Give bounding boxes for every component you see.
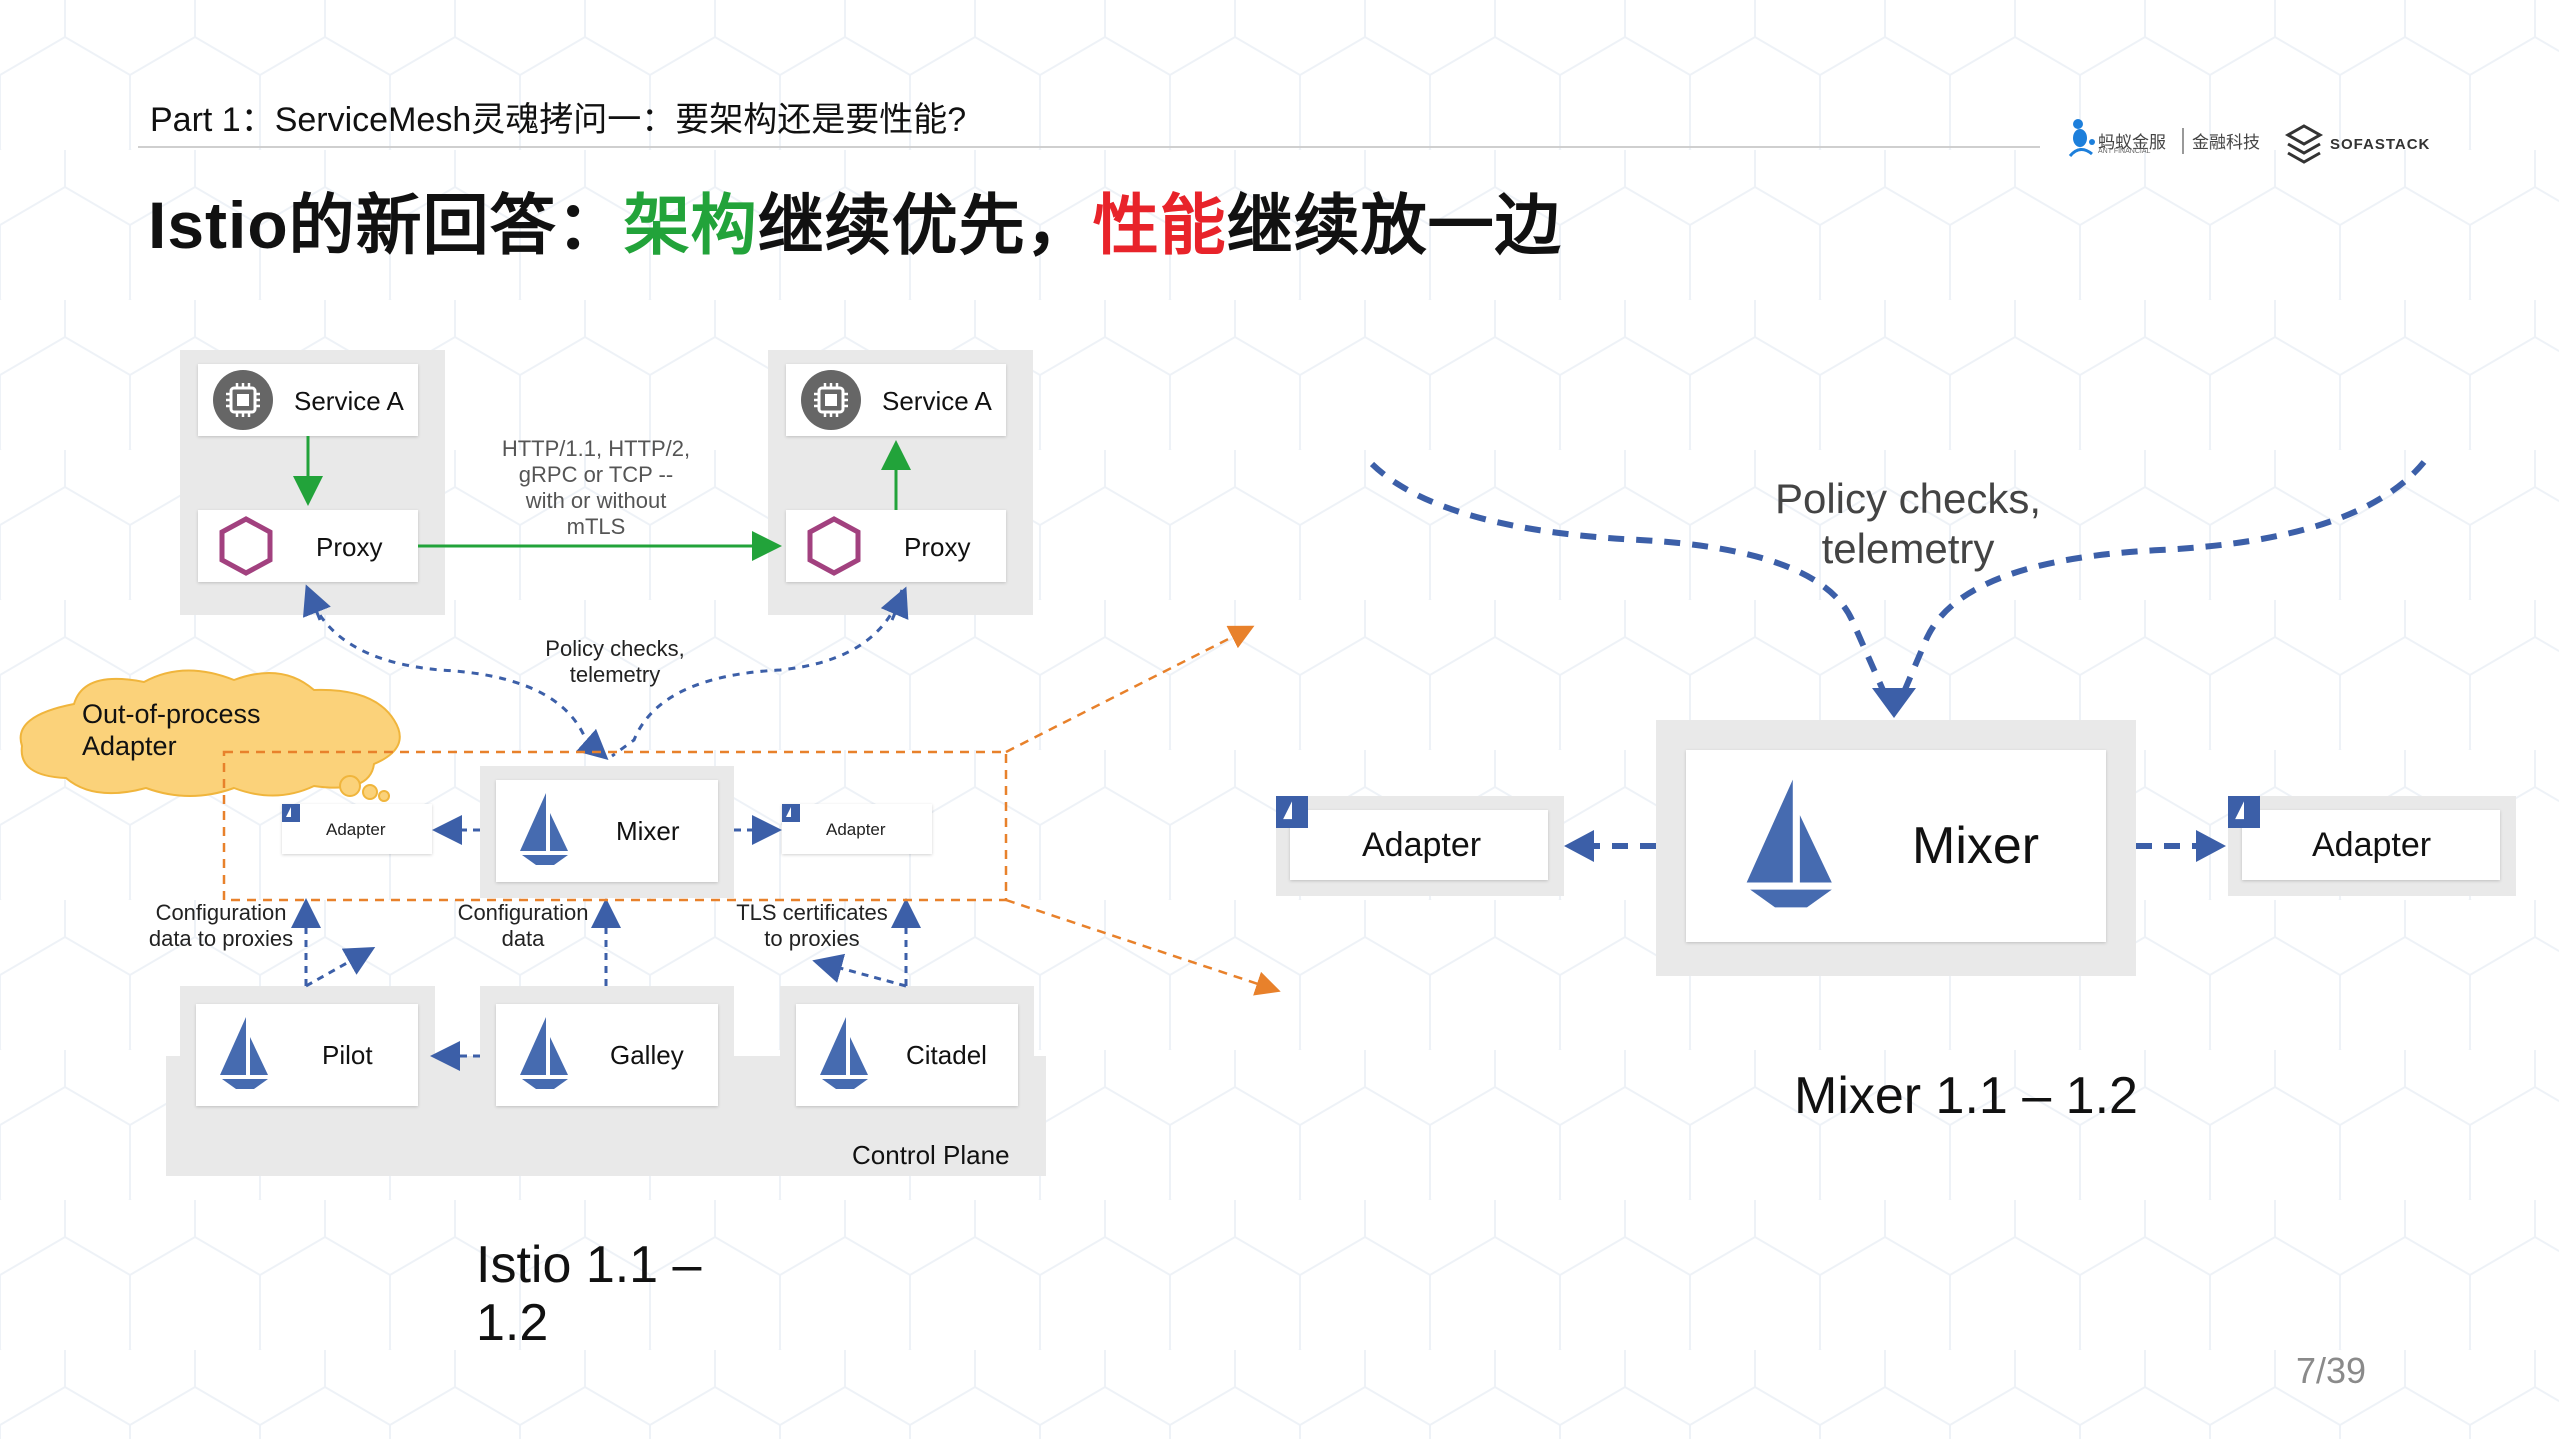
istio-sail-icon <box>520 793 568 865</box>
chip-icon <box>801 370 861 430</box>
config-data-line: Configuration <box>457 900 589 925</box>
istio-caption-line: 1.2 <box>476 1294 549 1352</box>
mixer-card: Mixer <box>496 780 718 882</box>
policy-note: Policy checks, telemetry <box>520 636 710 688</box>
config-proxies-line: data to proxies <box>148 926 294 951</box>
sofastack-icon <box>2284 124 2324 164</box>
pilot-label: Pilot <box>322 1040 373 1070</box>
big-right-adapter-label: Adapter <box>2312 826 2432 864</box>
slide-title: Istio的新回答：架构继续优先，性能继续放一边 <box>148 172 1562 268</box>
control-plane-label: Control Plane <box>852 1140 1010 1170</box>
tls-note: TLS certificates to proxies <box>726 900 898 952</box>
istio-caption-line: Istio 1.1 – <box>476 1236 702 1294</box>
protocol-note-line: mTLS <box>566 514 626 539</box>
title-prefix: Istio的新回答： <box>148 188 624 262</box>
adapter-icon <box>782 804 800 822</box>
mixer-version-caption: Mixer 1.1 – 1.2 <box>1794 1067 2138 1125</box>
cloud-text: Out-of-process Adapter <box>82 698 261 762</box>
right-policy-line: telemetry <box>1821 525 1995 572</box>
adapter-icon <box>2228 796 2260 828</box>
left-adapter-card: Adapter <box>282 804 432 854</box>
right-proxy-card: Proxy <box>786 510 1006 582</box>
protocol-note: HTTP/1.1, HTTP/2, gRPC or TCP -- with or… <box>492 436 700 540</box>
config-data-note: Configuration data <box>448 900 598 952</box>
istio-sail-icon <box>820 1017 868 1089</box>
mixer-label: Mixer <box>616 816 680 846</box>
section-header: Part 1：ServiceMesh灵魂拷问一：要架构还是要性能? <box>150 101 967 139</box>
policy-note-line: Policy checks, <box>545 636 685 661</box>
title-suffix: 继续放一边 <box>1226 188 1562 262</box>
adapter-icon <box>1276 796 1308 828</box>
galley-card: Galley <box>496 1004 718 1106</box>
left-service-card: Service A <box>198 364 418 436</box>
sofastack-text: SOFASTACK <box>2330 136 2431 153</box>
config-proxies-note: Configuration data to proxies <box>140 900 302 952</box>
protocol-note-line: HTTP/1.1, HTTP/2, <box>501 436 691 461</box>
big-right-adapter-card: Adapter <box>2228 796 2500 880</box>
left-service-label: Service A <box>294 386 404 416</box>
right-service-card: Service A <box>786 364 1006 436</box>
left-proxy-label: Proxy <box>316 532 383 562</box>
istio-sail-icon <box>520 1017 568 1089</box>
cloud-text-line: Adapter <box>82 731 177 761</box>
left-proxy-card: Proxy <box>198 510 418 582</box>
config-data-line: data <box>501 926 545 951</box>
chip-icon <box>213 370 273 430</box>
citadel-card: Citadel <box>796 1004 1018 1106</box>
istio-version-caption: Istio 1.1 – 1.2 <box>476 1236 701 1352</box>
cloud-text-line: Out-of-process <box>82 699 261 729</box>
big-left-adapter-card: Adapter <box>1276 796 1548 880</box>
galley-label: Galley <box>610 1040 684 1070</box>
fintech-logo-text: 金融科技 <box>2192 133 2260 152</box>
policy-note-line: telemetry <box>569 662 661 687</box>
right-policy-line: Policy checks, <box>1774 475 2042 522</box>
istio-sail-icon <box>1746 779 1832 908</box>
sofastack-logo: SOFASTACK <box>2284 122 2429 166</box>
tls-note-line: to proxies <box>764 926 860 951</box>
title-green-highlight: 架构 <box>623 188 758 262</box>
header-divider <box>138 146 2040 148</box>
title-red-highlight: 性能 <box>1092 188 1227 262</box>
right-adapter-label: Adapter <box>826 820 886 839</box>
citadel-label: Citadel <box>906 1040 987 1070</box>
logo-divider <box>2182 128 2184 154</box>
left-adapter-label: Adapter <box>326 820 386 839</box>
right-adapter-card: Adapter <box>782 804 932 854</box>
right-service-label: Service A <box>882 386 992 416</box>
config-proxies-line: Configuration <box>155 900 287 925</box>
big-mixer-label: Mixer <box>1912 817 2040 875</box>
right-proxy-label: Proxy <box>904 532 971 562</box>
ant-logo-icon <box>2068 119 2095 158</box>
ant-logo-subtext: ANT FINANCIAL <box>2098 148 2151 155</box>
big-mixer-card: Mixer <box>1686 750 2106 942</box>
istio-sail-icon <box>220 1017 268 1089</box>
pilot-card: Pilot <box>196 1004 418 1106</box>
page-number: 7/39 <box>2296 1350 2367 1391</box>
right-policy-note: Policy checks, telemetry <box>1720 474 2096 574</box>
proxy-hexagon-icon <box>219 516 273 576</box>
ant-logo-text: 蚂蚁金服 <box>2098 133 2166 152</box>
protocol-note-line: gRPC or TCP -- <box>518 462 674 487</box>
ant-financial-logo: 蚂蚁金服 ANT FINANCIAL 金融科技 <box>2062 114 2260 164</box>
big-left-adapter-label: Adapter <box>1362 826 1482 864</box>
title-middle: 继续优先， <box>757 188 1093 262</box>
adapter-icon <box>282 804 300 822</box>
protocol-note-line: with or without <box>525 488 667 513</box>
tls-note-line: TLS certificates <box>736 900 888 925</box>
proxy-hexagon-icon <box>807 516 861 576</box>
